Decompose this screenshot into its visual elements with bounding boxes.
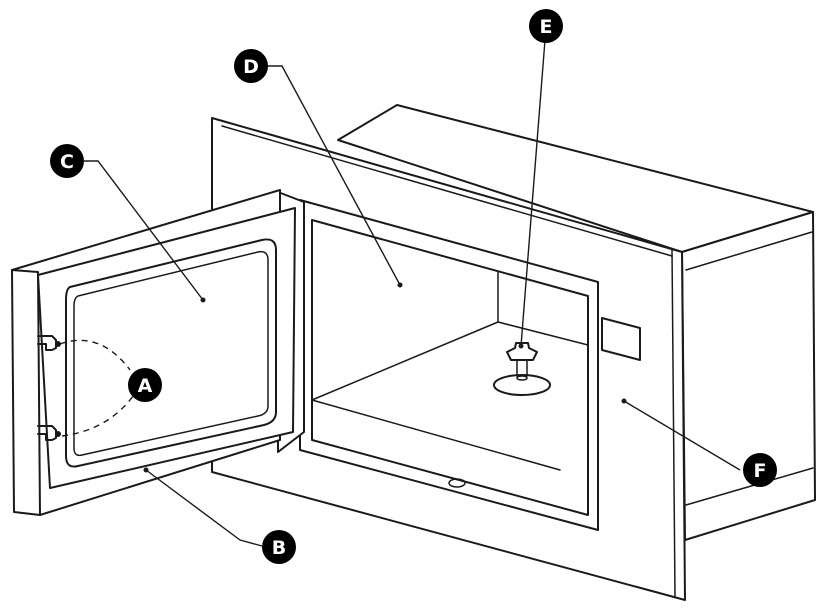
- leader-e-dot: [518, 343, 524, 349]
- callout-d-label: D: [243, 56, 259, 78]
- callout-b: B: [262, 530, 296, 564]
- coupler-star: [506, 342, 538, 361]
- cabinet-bottom-edge: [685, 467, 814, 506]
- callout-b-circle: [262, 530, 296, 564]
- latch-hook-lower-pin: [55, 431, 61, 437]
- callout-d: D: [234, 49, 268, 83]
- leader-lines: [59, 39, 741, 547]
- leader-b-dot: [143, 467, 149, 473]
- leader-b: [145, 469, 263, 547]
- callout-c-circle: [50, 144, 84, 178]
- latch-hook-upper-pin: [55, 341, 61, 347]
- front-frame: [211, 117, 686, 601]
- door-side: [11, 269, 41, 516]
- frame-bevel: [221, 125, 673, 257]
- leader-f-dot: [621, 398, 627, 404]
- microwave-body: [337, 104, 816, 541]
- callout-a: A: [128, 368, 162, 402]
- leader-e: [520, 39, 546, 347]
- coupler-base: [493, 374, 551, 396]
- turntable-coupler: [493, 342, 551, 396]
- latch-hook-upper: [37, 335, 57, 351]
- latch-hook-lower: [37, 425, 57, 441]
- callout-f-circle: [743, 453, 777, 487]
- door-window: [65, 238, 277, 468]
- control-display: [601, 317, 641, 361]
- callout-a-circle: [128, 368, 162, 402]
- cavity-floor-front: [311, 399, 561, 471]
- cabinet-side: [681, 211, 816, 541]
- door: [11, 189, 305, 516]
- latch-hole: [448, 478, 466, 488]
- cavity-floor-right: [497, 321, 589, 346]
- callout-f: F: [743, 453, 777, 487]
- callout-a-label: A: [138, 375, 153, 397]
- leader-c-dot: [200, 297, 206, 303]
- callout-c: C: [50, 144, 84, 178]
- leader-a-lower: [61, 391, 137, 437]
- leader-a-upper: [59, 339, 131, 371]
- leader-d-dot: [397, 282, 403, 288]
- frame-trim: [671, 249, 676, 597]
- leader-d: [266, 65, 401, 286]
- leader-f: [623, 400, 741, 471]
- door-window-inset: [73, 250, 269, 457]
- coupler-center: [516, 375, 528, 381]
- callout-d-circle: [234, 49, 268, 83]
- callout-e-label: E: [540, 16, 553, 38]
- callout-e: E: [529, 9, 563, 43]
- callout-f-label: F: [754, 460, 767, 482]
- leader-c: [84, 160, 204, 301]
- callout-b-label: B: [272, 537, 286, 559]
- callout-e-circle: [529, 9, 563, 43]
- cabinet-side-edge: [685, 231, 813, 271]
- cavity-floor-line: [311, 321, 499, 401]
- callout-c-label: C: [60, 151, 74, 173]
- cavity-back-wall: [311, 219, 589, 516]
